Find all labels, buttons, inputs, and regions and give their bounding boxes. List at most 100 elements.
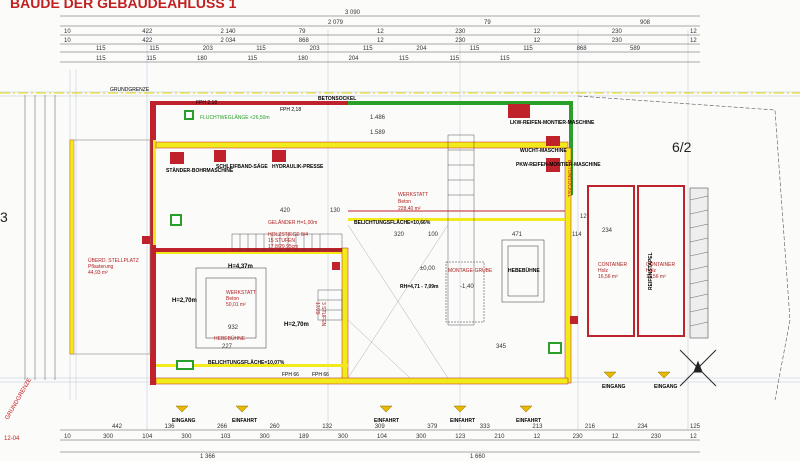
label-werkstatt-floor: Beton (398, 199, 411, 205)
wall-red-top (150, 101, 348, 105)
label-1486: 1.486 (370, 115, 386, 121)
dimension-label: 230 (612, 29, 623, 35)
dimension-label: 300 (103, 434, 114, 440)
header-title: BAUDE DER GEBÄUDEAHLUSS 1 (10, 0, 237, 11)
dimension-label: 104 (142, 434, 153, 440)
label-stufen: 15 STUFEN (268, 238, 295, 244)
label-d130: 130 (330, 208, 341, 214)
machine-pkw (546, 158, 560, 172)
label-hydraulik: HYDRAULIK-PRESSE (272, 164, 324, 170)
dimension-label: 115 (96, 56, 106, 62)
label-fph-b1: FPH 66 (282, 372, 299, 378)
machine-staender (170, 152, 184, 164)
label-container1-area: 16,56 m² (598, 274, 618, 280)
label-fph-b2: FPH 66 (312, 372, 329, 378)
top-dimension-lines (60, 15, 700, 63)
dimension-label: 115 (399, 56, 409, 62)
dimension-label: 12 (534, 434, 541, 440)
dimension-label: 300 (260, 434, 271, 440)
label-container2-title: CONTAINER (646, 262, 675, 268)
label-fph-2: FPH 2,18 (280, 107, 301, 113)
label-grenze-left: GRUNDGRENZE (5, 377, 34, 421)
beam-yellow (155, 141, 569, 149)
dimension-label: 266 (217, 424, 228, 430)
wall-room-right (341, 247, 349, 382)
dimension-label: 309 (375, 424, 386, 430)
stairs-small (317, 289, 343, 321)
container-left (587, 185, 635, 337)
carport-outline (69, 139, 151, 355)
lift-right (501, 239, 545, 303)
label-eingang3: EINGANG (654, 384, 677, 390)
label-montagegrube: MONTAGE-GRUBE (448, 268, 493, 274)
exit-sign-1 (184, 110, 194, 120)
dimension-label: 300 (338, 434, 349, 440)
container-right (637, 185, 685, 337)
dimension-label: 79 (299, 29, 306, 35)
dimension-label: 189 (299, 434, 310, 440)
dimension-label: 204 (416, 46, 427, 52)
dimension-label: 10 (64, 434, 71, 440)
belicht-beam (348, 218, 565, 221)
dimension-label: 204 (349, 56, 360, 62)
dimension-label: 132 (322, 424, 333, 430)
dimension-label: 10 (64, 29, 71, 35)
label-h437: H=4,37m (228, 264, 253, 270)
dimension-label: 908 (640, 20, 651, 26)
label-d345: 345 (496, 344, 507, 350)
dimension-label: 230 (651, 434, 662, 440)
machine-hydraulik (272, 150, 286, 162)
exit-sign-3 (176, 360, 194, 370)
label-lkw: LKW-REIFEN-MONTIER-MASCHINE (510, 120, 595, 126)
dimension-label: 442 (112, 424, 123, 430)
dimension-label: 379 (427, 424, 438, 430)
label-d234: 234 (602, 228, 613, 234)
dimension-label: 115 (256, 46, 266, 52)
label-einfahrt3: EINFAHRT (450, 418, 475, 424)
machine-small-3 (142, 236, 150, 244)
montage-pit (445, 261, 485, 323)
label-d932: 932 (228, 325, 239, 331)
dimension-label: 203 (310, 46, 321, 52)
label-wucht: WUCHT-MASCHINE (520, 148, 567, 154)
bottom-dim-1660: 1 660 (470, 454, 486, 460)
dimension-label: 589 (630, 46, 641, 52)
dimension-label: 300 (416, 434, 427, 440)
label-h270a: H=2,70m (172, 298, 197, 304)
dimension-label: 230 (612, 38, 623, 44)
label-d320: 320 (394, 232, 405, 238)
dimension-label: 115 (149, 46, 159, 52)
label-werkstatt2-title: WERKSTATT (226, 290, 256, 296)
top-dim-total: 3 090 (345, 10, 361, 16)
dimension-label: 136 (165, 424, 176, 430)
dimension-label: 203 (203, 46, 214, 52)
dimension-label: 12 (690, 29, 697, 35)
dimension-label: 115 (248, 56, 258, 62)
label-ueberd-floor: Pflasterung (88, 264, 114, 270)
dimension-label: 422 (142, 38, 153, 44)
wall-green-top (346, 101, 573, 105)
dimension-label: 125 (690, 424, 701, 430)
dimension-label: 230 (455, 29, 466, 35)
wall-bottom-yellow (156, 364, 348, 367)
label-eingang1: EINGANG (172, 418, 195, 424)
dimension-label: 260 (270, 424, 281, 430)
dimension-label: 115 (147, 56, 157, 62)
label-d100: 100 (428, 232, 439, 238)
label-stufen3: 3 STUFEN (320, 302, 326, 327)
label-belicht-top: BELICHTUNGSFLÄCHE=10,66% (354, 219, 431, 226)
label-left-fragment: 3 (0, 209, 8, 225)
dimension-label: 210 (494, 434, 505, 440)
label-einfahrt4: EINFAHRT (516, 418, 541, 424)
label-d227: 227 (222, 344, 233, 350)
dimension-label: 115 (523, 46, 533, 52)
dimension-label: 12 (690, 38, 697, 44)
dimension-label: 12 (377, 29, 384, 35)
label-fph-1: FPH 2,18 (196, 100, 217, 106)
label-stufen3-dim: 17/29 (314, 302, 320, 315)
label-container2-area: 16,56 m² (646, 274, 666, 280)
label-fluchtweg: FLUCHTWEGLÄNGE <26,50m (200, 114, 270, 121)
